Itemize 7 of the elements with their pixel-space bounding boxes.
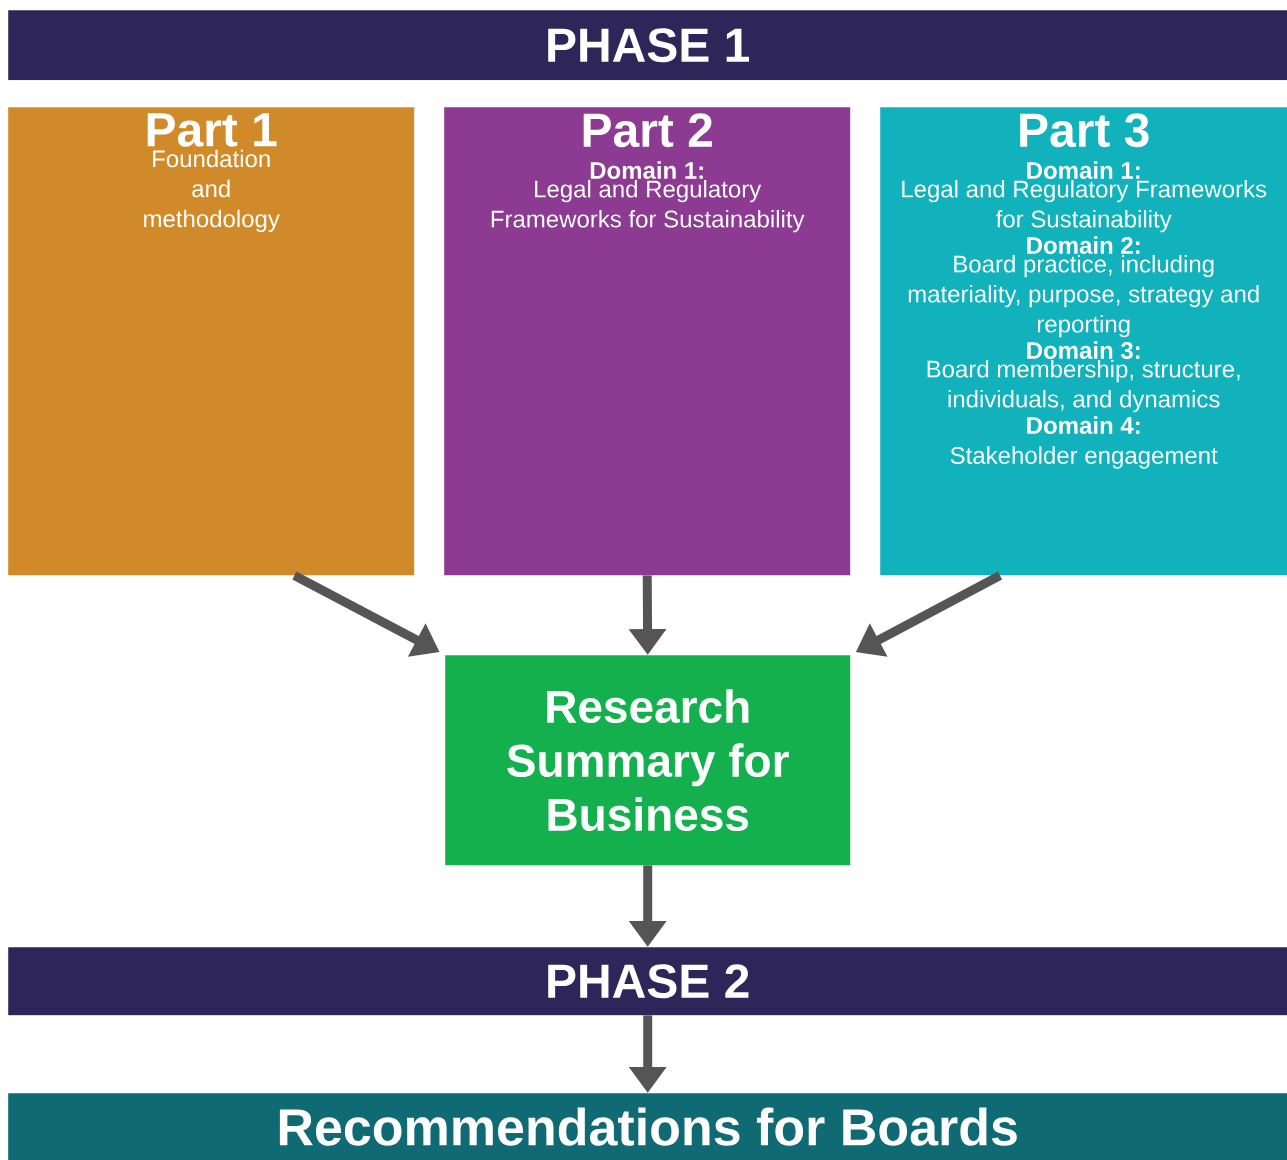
- summary-box: Research Summary for Business: [445, 655, 851, 866]
- part-box: Part 1 Foundation and methodology: [8, 107, 415, 576]
- phase-band: PHASE 2: [8, 947, 1287, 1016]
- phase-band: PHASE 1: [8, 10, 1287, 81]
- recommendations-band: Recommendations for Boards: [8, 1093, 1287, 1160]
- part-box: Part 2 Domain 1: Legal and Regulatory Frameworks for Sustainability: [444, 107, 851, 576]
- part-box: Part 3 Domain 1: Legal and Regulatory Frameworks for Sustainability Domain 2: Board practice, including materiality, purpose, strategy and reporting Domain 3: Board membership, structure, individuals, and dynamics Domain 4: Stakeholder engagement: [880, 107, 1287, 576]
